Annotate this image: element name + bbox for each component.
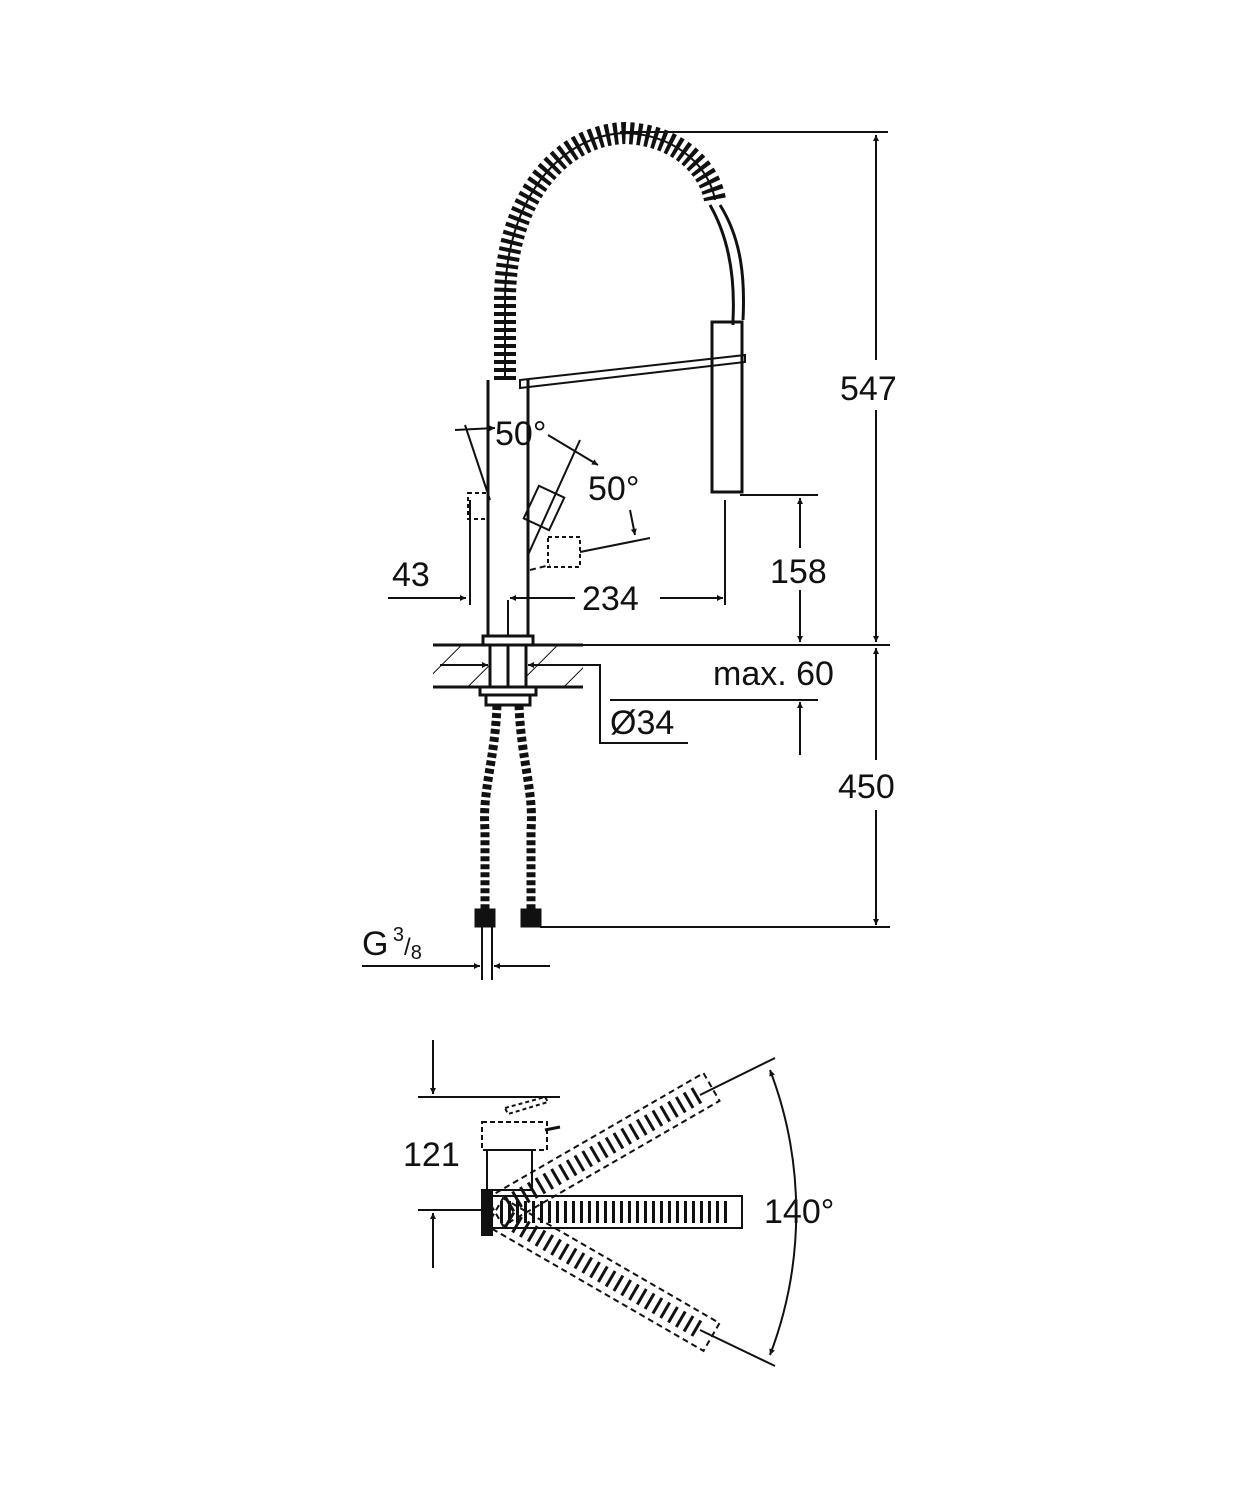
dim-lever-angle-front: 50°: [495, 415, 547, 453]
dim-swivel-range: 140°: [764, 1193, 835, 1231]
top-view: [418, 1040, 798, 1367]
dim-spout-clearance: 158: [770, 553, 827, 591]
supply-hoses: [480, 704, 536, 910]
side-view: [433, 121, 746, 980]
spray-hose: [708, 204, 735, 325]
dim-lever-angle-side: 50°: [588, 470, 640, 508]
dim-hole-diameter: Ø34: [610, 704, 675, 742]
thread-num: 3: [392, 924, 405, 946]
spring-coil: [494, 121, 726, 380]
dimension-lines: [362, 131, 890, 969]
dim-connection-thread: G 3/8: [362, 924, 422, 964]
spray-straight: [491, 1195, 743, 1229]
lever-positions: [464, 424, 651, 605]
dim-lever-offset: 43: [392, 556, 430, 594]
dim-total-height: 547: [840, 370, 897, 408]
dim-deck-thickness: max. 60: [713, 655, 834, 693]
spout-arm: [519, 353, 746, 390]
thread-prefix: G: [362, 925, 389, 963]
dim-spout-reach: 234: [582, 580, 639, 618]
countertop: [433, 634, 583, 707]
thread-den: 8: [410, 942, 422, 964]
dim-lever-depth: 121: [403, 1136, 460, 1174]
dim-hose-length: 450: [838, 768, 895, 806]
spray-head: [710, 320, 744, 494]
